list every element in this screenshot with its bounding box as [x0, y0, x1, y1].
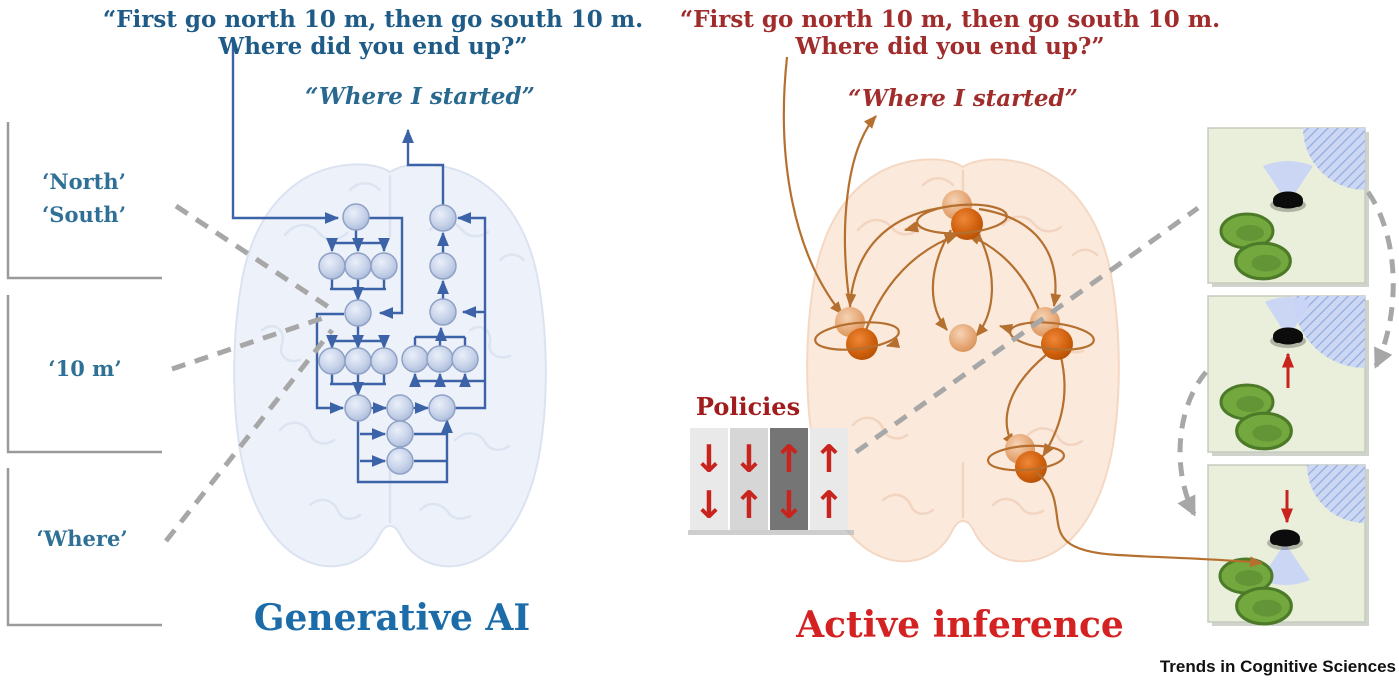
left-title: Generative AI: [253, 597, 531, 639]
policies-shadow: [688, 530, 854, 535]
policies-label: Policies: [695, 392, 801, 421]
right-question-line2: Where did you end up?”: [795, 33, 1105, 60]
bush-icon: [1234, 241, 1292, 281]
water-corner: [1307, 465, 1365, 523]
self-loops: [814, 203, 1095, 472]
policies-box: [688, 428, 854, 535]
output-arrow: [402, 128, 445, 205]
word-label-where: ‘Where’: [36, 526, 128, 551]
policy-arrow-2-top: ↓: [733, 437, 765, 481]
right-title: Active inference: [796, 604, 1124, 646]
policy-column-3-highlighted: [770, 428, 808, 530]
view-cone-up: [1263, 161, 1313, 204]
observation-panel-2: [1207, 295, 1369, 456]
generative-network-nodes: [318, 203, 479, 475]
bush-icon: [1235, 411, 1293, 451]
input-arrow: [231, 44, 340, 224]
journal-credit: Trends in Cognitive Sciences: [1159, 657, 1396, 676]
policy-column-1: [690, 428, 728, 530]
word-box-where: [6, 468, 162, 627]
panel1-to-panel2-arc: [1365, 190, 1396, 369]
observation-panel-1: [1207, 127, 1369, 287]
policy-column-4: [810, 428, 848, 530]
right-question-line1: “First go north 10 m, then go south 10 m…: [679, 6, 1221, 33]
policy-arrow-4-bottom: ↑: [813, 483, 845, 527]
policy-column-2: [730, 428, 768, 530]
word-box-10m: [6, 295, 162, 454]
panel2-to-panel3-arc: [1177, 370, 1208, 517]
left-dashed-pointers: [164, 203, 334, 543]
left-answer: “Where I started”: [305, 83, 535, 110]
action-curve-to-panel3: [1035, 471, 1264, 568]
generative-network: [231, 44, 487, 484]
policy-arrow-3-bottom: ↓: [773, 483, 805, 527]
left-question-line1: “First go north 10 m, then go south 10 m…: [102, 6, 644, 33]
answer-output-curve: [843, 115, 877, 313]
policy-arrow-1-top: ↓: [693, 437, 725, 481]
bush-icon: [1235, 586, 1293, 626]
word-label-south: ‘South’: [41, 202, 127, 227]
left-question-line2: Where did you end up?”: [218, 33, 528, 60]
right-answer: “Where I started”: [848, 85, 1078, 112]
policy-arrow-4-top: ↑: [813, 437, 845, 481]
word-box-north-south: [6, 122, 162, 280]
policy-arrow-1-bottom: ↓: [693, 483, 725, 527]
observation-panel-3: [1207, 464, 1369, 626]
water-corner: [1303, 128, 1365, 190]
word-boxes: [6, 122, 162, 627]
policy-arrow-2-bottom: ↑: [733, 483, 765, 527]
water-corner: [1293, 296, 1365, 368]
question-input-curve: [782, 56, 843, 315]
word-label-north: ‘North’: [42, 169, 126, 194]
policy-arrow-3-top: ↑: [773, 437, 805, 481]
word-label-10m: ‘10 m’: [48, 356, 122, 381]
view-cone-up: [1265, 297, 1311, 338]
